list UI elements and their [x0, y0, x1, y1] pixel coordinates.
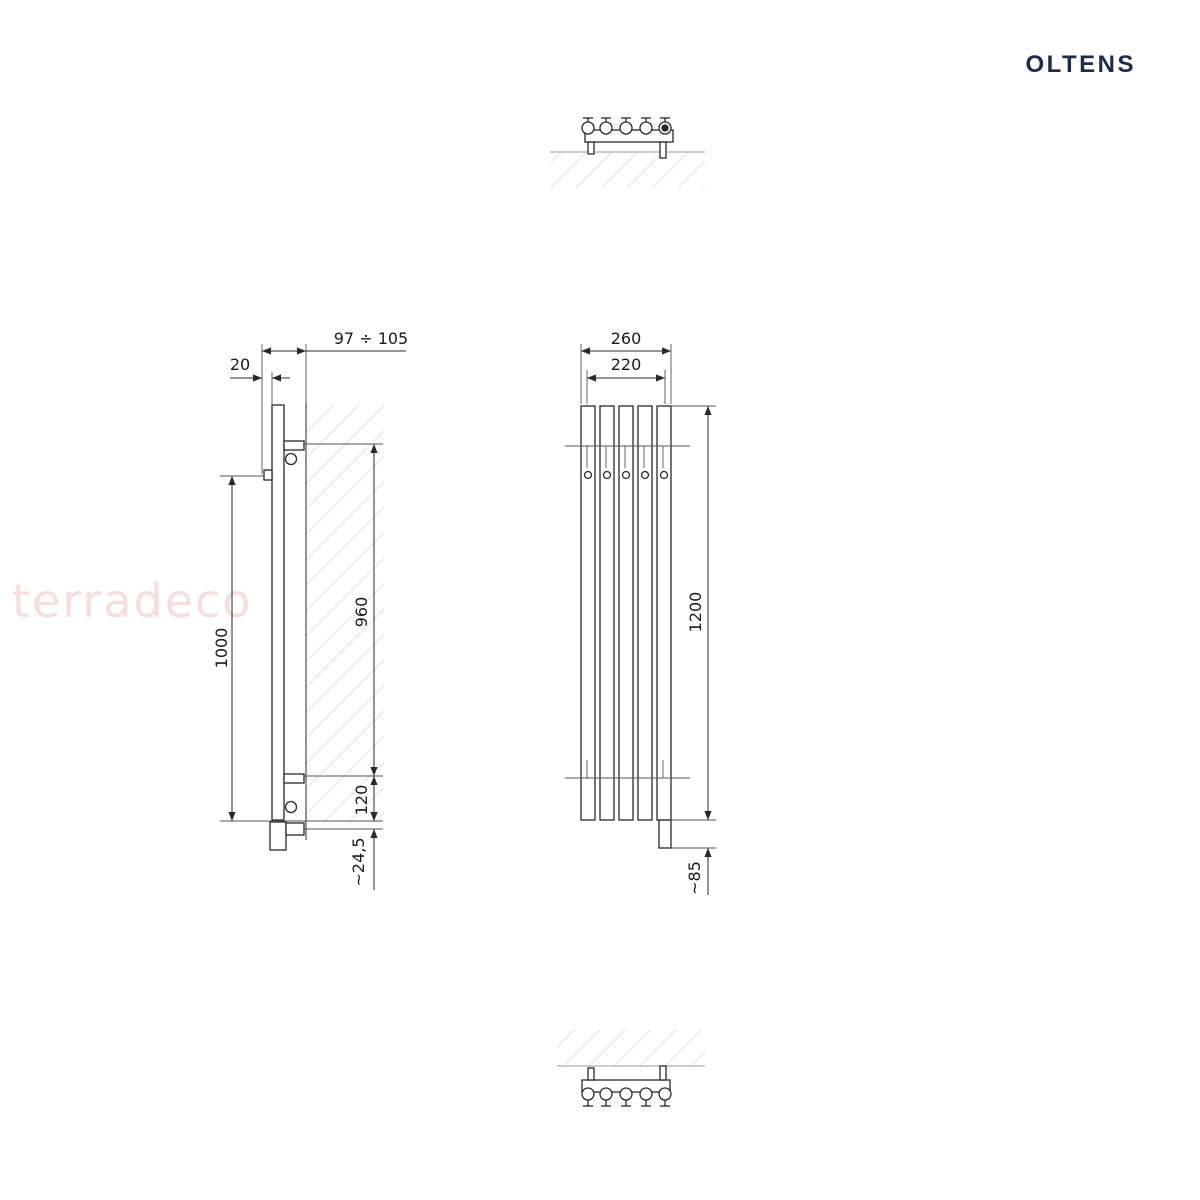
dim-tube: 20 — [230, 355, 250, 374]
front-view: 260 220 1200 ~85 — [565, 329, 716, 895]
dim-width-inner: 220 — [611, 355, 642, 374]
dim-height-total: 1200 — [686, 592, 705, 633]
top-plan-view — [550, 117, 705, 188]
dim-height: 1000 — [212, 628, 231, 669]
bottom-plan-view — [557, 1030, 705, 1107]
dim-bottom: 120 — [352, 785, 371, 816]
watermark: terradeco — [12, 574, 252, 628]
dim-valve-front: ~85 — [685, 861, 704, 895]
brand-logo: OLTENS — [1025, 51, 1136, 78]
dim-valve: ~24,5 — [349, 837, 368, 886]
dim-width-total: 260 — [611, 329, 642, 348]
dim-depth: 97 ÷ 105 — [334, 329, 408, 348]
side-view: 97 ÷ 105 20 1000 960 120 ~24,5 — [212, 329, 408, 890]
dim-spacing: 960 — [352, 597, 371, 628]
